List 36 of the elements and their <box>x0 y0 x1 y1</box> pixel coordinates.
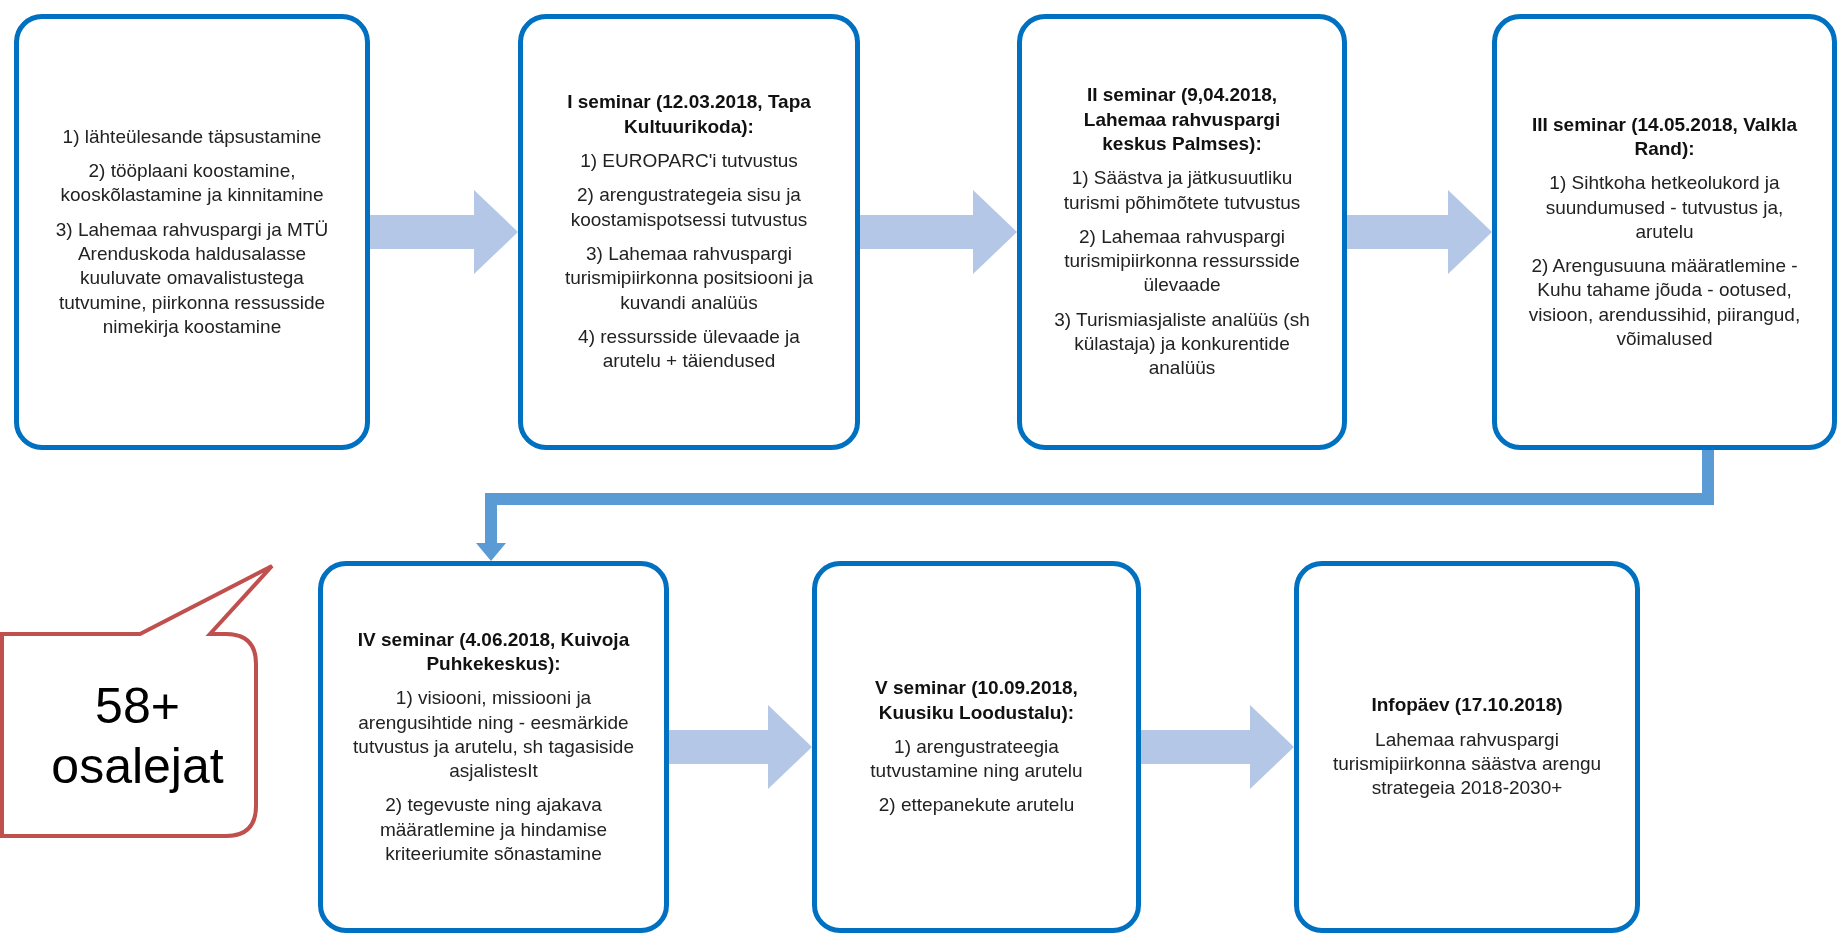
step-text: 1) visiooni, missiooni ja arengusihtide ning - eesmärkide tutvustus ja arutelu, sh tagasiside asjalistesIt <box>353 686 634 784</box>
step-heading: Infopäev (17.10.2018) <box>1371 693 1563 718</box>
step-heading: IV seminar (4.06.2018, Kuivoja Puhkekeskus): <box>356 627 631 676</box>
step-text: 3) Turismiasjaliste analüüs (sh külastaja) ja konkurentide analüüs <box>1053 307 1311 381</box>
process-box <box>14 14 370 450</box>
step-text: 1) Sihtkoha hetkeolukord ja suundumused - tutvustus ja, arutelu <box>1544 171 1785 244</box>
step-text: 4) ressursside ülevaade ja arutelu + täiendused <box>577 324 801 374</box>
callout-text: 58+ osalejat <box>50 677 225 796</box>
step-heading: V seminar (10.09.2018, Kuusiku Loodustalu): <box>874 676 1079 725</box>
step-text: 2) tööplaani koostamine, kooskõlastamine ja kinnitamine <box>59 159 325 208</box>
step-text: 2) ettepanekute arutelu <box>878 793 1075 818</box>
process-box <box>812 561 1141 933</box>
block-arrow <box>1141 705 1294 789</box>
step-text: 1) Säästva ja jätkusuutliku turismi põhimõtete tutvustus <box>1062 166 1302 215</box>
step-text: 2) tegevuste ning ajakava määratlemine ja hindamise kriteeriumite sõnastamine <box>378 793 609 867</box>
step-heading: III seminar (14.05.2018, Valkla Rand): <box>1530 112 1799 161</box>
step-text: Lahemaa rahvuspargi turismipiirkonna säästva arengu strategeia 2018-2030+ <box>1331 727 1603 801</box>
step-text: 1) EUROPARC'i tutvustus <box>580 149 798 174</box>
block-arrow <box>669 705 812 789</box>
step-text: 2) Arengusuuna määratlemine - Kuhu tahame jõuda - ootused, visioon, arendussihid, piirangud, võimalused <box>1527 254 1802 352</box>
process-box <box>518 14 860 450</box>
step-heading: II seminar (9,04.2018, Lahemaa rahvuspargi keskus Palmses): <box>1082 83 1282 156</box>
process-box <box>318 561 669 933</box>
process-box <box>1017 14 1347 450</box>
process-box <box>1492 14 1837 450</box>
step-text: 1) lähteülesande täpsustamine <box>62 124 322 149</box>
process-box <box>1294 561 1640 933</box>
step-heading: I seminar (12.03.2018, Tapa Kultuurikoda): <box>566 90 812 139</box>
step-text: 3) Lahemaa rahvuspargi ja MTÜ Arenduskoda haldusalasse kuuluvate omavalistustega tutvumine, piirkonna ressusside nimekirja koostamine <box>54 217 330 339</box>
step-text: 3) Lahemaa rahvuspargi turismipiirkonna positsiooni ja kuvandi analüüs <box>563 242 815 315</box>
block-arrow <box>860 190 1017 274</box>
block-arrow <box>370 190 518 274</box>
block-arrow <box>1347 190 1492 274</box>
step-text: 2) Lahemaa rahvuspargi turismipiirkonna ressursside ülevaade <box>1063 224 1301 298</box>
step-text: 2) arengustrategeia sisu ja koostamispotsessi tutvustus <box>569 183 809 232</box>
step-text: 1) arengustrateegia tutvustamine ning arutelu <box>869 734 1084 784</box>
